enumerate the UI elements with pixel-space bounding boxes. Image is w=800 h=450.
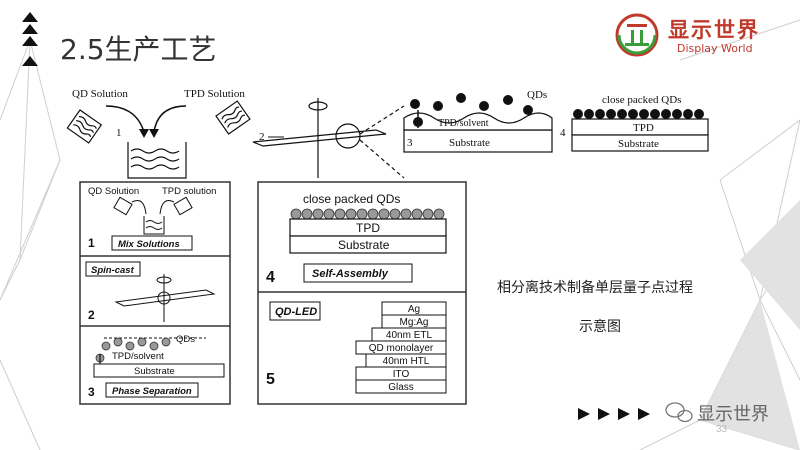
display-world-logo-icon bbox=[615, 13, 659, 57]
bl-step-2: 2 bbox=[88, 308, 95, 322]
bl-tpd-solution-label: TPD solution bbox=[162, 186, 216, 197]
top-step-3: 3 bbox=[407, 137, 413, 149]
layer-label: Mg:Ag bbox=[400, 317, 429, 328]
layer-label: ITO bbox=[393, 369, 410, 380]
caption-line-2: 示意图 bbox=[579, 319, 621, 335]
slide-title: 2.5生产工艺 bbox=[60, 33, 217, 66]
qd-solution-label: QD Solution bbox=[72, 88, 128, 100]
layer-label: 40nm ETL bbox=[386, 330, 433, 341]
top-step-4: 4 bbox=[560, 127, 566, 139]
footer-brand-text: 显示世界 bbox=[697, 404, 769, 425]
page-number: 33 bbox=[716, 424, 728, 435]
logo-chinese-text: 显示世界 bbox=[668, 17, 760, 42]
tpd-solution-label: TPD Solution bbox=[184, 88, 245, 100]
top-tpd-label: TPD bbox=[633, 122, 654, 134]
bottom-middle-column: close packed QDs TPD Substrate 4 Self-As… bbox=[257, 181, 467, 405]
top-step-2: 2 bbox=[259, 131, 265, 143]
layer-label: QD monolayer bbox=[369, 343, 434, 354]
top-close-packed-label: close packed QDs bbox=[602, 94, 681, 106]
layer-label: 40nm HTL bbox=[383, 356, 430, 367]
bl-step-1: 1 bbox=[88, 236, 95, 250]
bl-substrate-label: Substrate bbox=[134, 366, 175, 377]
layer-box bbox=[355, 379, 447, 394]
top-tpd-solvent-label: TPD/solvent bbox=[438, 118, 489, 129]
top-panel-2 bbox=[252, 98, 405, 179]
top-substrate-3: Substrate bbox=[449, 137, 490, 149]
bm-substrate-label: Substrate bbox=[338, 238, 390, 252]
process-figure: QD Solution TPD Solution 1 bbox=[66, 76, 712, 405]
layer-label: Ag bbox=[408, 304, 420, 315]
bl-qd-solution-label: QD Solution bbox=[88, 186, 139, 197]
bottom-arrow-markers bbox=[578, 408, 650, 420]
mix-solutions-label: Mix Solutions bbox=[118, 239, 180, 250]
self-assembly-label: Self-Assembly bbox=[312, 268, 389, 280]
top-panel-4: close packed QDs TPD Substrate 4 bbox=[560, 94, 709, 152]
bl-step-3: 3 bbox=[88, 385, 95, 399]
bm-close-packed-label: close packed QDs bbox=[303, 192, 400, 206]
layer-label: Glass bbox=[388, 382, 414, 393]
top-panel-3: Substrate QDs TPD/solvent 3 bbox=[403, 89, 553, 153]
bl-tpd-solvent-label: TPD/solvent bbox=[112, 351, 164, 362]
spin-cast-label: Spin-cast bbox=[91, 265, 135, 276]
top-qds-label: QDs bbox=[527, 89, 547, 101]
caption-line-1: 相分离技术制备单层量子点过程 bbox=[497, 280, 693, 296]
top-step-1: 1 bbox=[116, 127, 122, 139]
bm-tpd-label: TPD bbox=[356, 221, 380, 235]
bm-step-5: 5 bbox=[266, 371, 275, 388]
bottom-left-column: QD Solution TPD solution 1 Mix Solutions… bbox=[79, 181, 231, 405]
qd-led-label: QD-LED bbox=[275, 306, 317, 318]
phase-separation-label: Phase Separation bbox=[112, 386, 192, 397]
bl-qds-label: QDs bbox=[176, 334, 195, 345]
left-arrow-markers bbox=[22, 12, 38, 66]
top-panel-1: QD Solution TPD Solution 1 bbox=[66, 88, 251, 179]
logo-english-text: Display World bbox=[677, 42, 753, 55]
top-substrate-4: Substrate bbox=[618, 138, 659, 150]
wechat-icon bbox=[665, 402, 693, 423]
bm-step-4: 4 bbox=[266, 269, 275, 286]
